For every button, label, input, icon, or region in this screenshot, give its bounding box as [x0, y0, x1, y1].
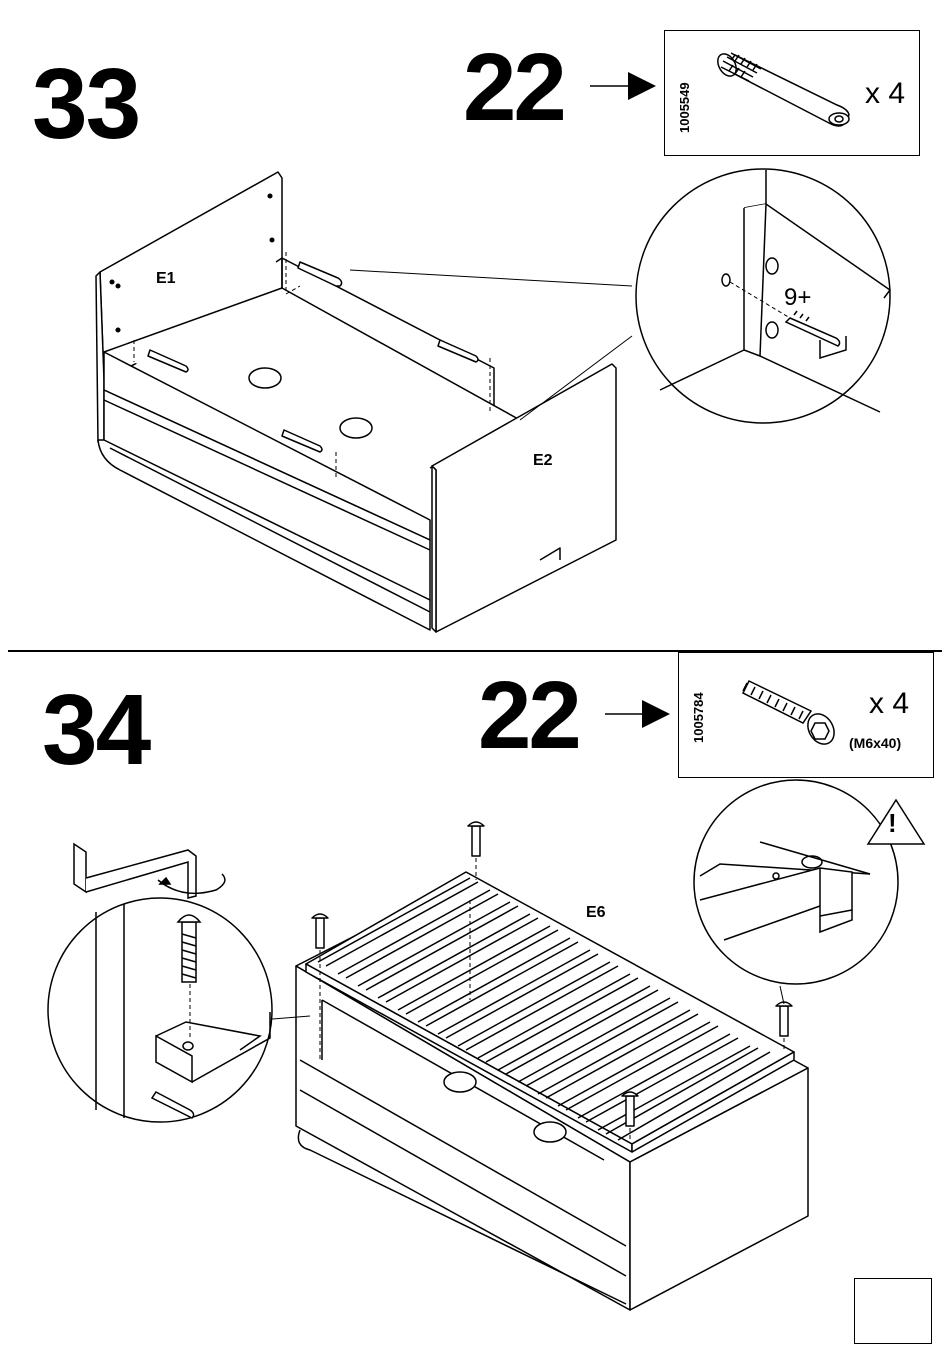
panel-e1 — [100, 172, 282, 380]
step-33-part-ref: 22 — [463, 40, 564, 136]
slat-frame-e6 — [306, 872, 794, 1152]
warning-symbol: ! — [888, 808, 897, 839]
step-33-quantity: x 4 — [865, 79, 905, 109]
page-number-box — [854, 1278, 932, 1344]
step-34-part-ref: 22 — [478, 668, 579, 764]
step-33-parts-box: 1005549 x 4 — [664, 30, 920, 156]
step-34-spec: (M6x40) — [849, 735, 901, 751]
allen-key-icon — [48, 844, 272, 1122]
step-34-number: 34 — [42, 680, 149, 780]
step-34-quantity: x 4 — [869, 689, 909, 719]
step-34-parts-box: 1005784 x 4 (M6x40) — [678, 652, 934, 778]
step-33-number: 33 — [32, 54, 139, 154]
label-e2: E2 — [533, 452, 553, 470]
label-e6: E6 — [586, 904, 606, 922]
step-33-detail-note: 9+ — [784, 284, 811, 312]
panel-e2 — [432, 364, 616, 632]
label-e1: E1 — [156, 270, 176, 288]
